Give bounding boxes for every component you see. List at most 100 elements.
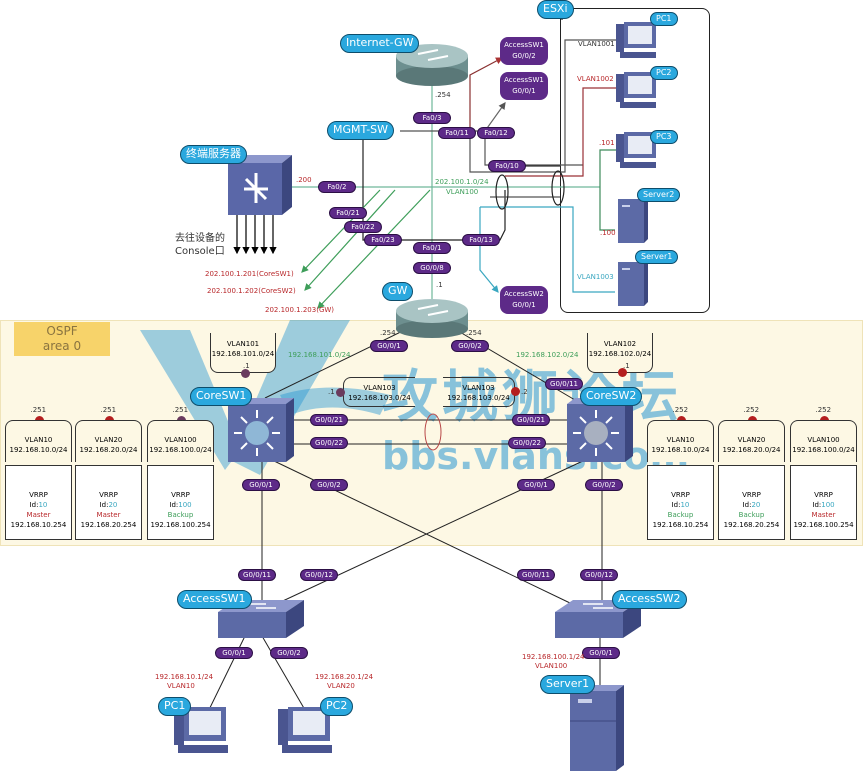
esxi-vlan1002: VLAN1002 — [577, 75, 614, 83]
port-label: G0/0/1 — [517, 479, 555, 491]
vlan-name: VLAN103 — [363, 384, 396, 392]
vrrp-id: 20 — [751, 501, 761, 509]
esxi-pc3-label[interactable]: PC3 — [650, 130, 678, 144]
vrrp-id-prefix: Id: — [812, 501, 822, 509]
port-label: Fa0/1 — [413, 242, 451, 254]
esxi-vlan1001: VLAN1001 — [578, 40, 615, 48]
vlan-net: 192.168.101.0/24 — [211, 350, 275, 358]
server1-vlan: VLAN100 — [535, 662, 568, 670]
interface-dot — [511, 387, 520, 396]
port-label: Fa0/23 — [364, 234, 402, 246]
vrrp-id: 100 — [178, 501, 192, 509]
esxi-server2-label[interactable]: Server2 — [637, 188, 681, 202]
mgmt-subnet: 202.100.1.0/24 — [435, 178, 489, 186]
vrrp-id: 20 — [108, 501, 118, 509]
addr-core2-vlan102: .1 — [623, 362, 630, 370]
vrrp-box: VRRP Id:20 Master 192.168.20.254 — [75, 465, 142, 540]
vlan-name: VLAN10 — [24, 436, 53, 444]
vrrp-id-prefix: Id: — [99, 501, 109, 509]
vlan-name: VLAN100 — [164, 436, 197, 444]
vlan-net: 192.168.103.0/24 — [348, 394, 411, 402]
port-label: Fa0/12 — [477, 127, 515, 139]
coresw2-label[interactable]: CoreSW2 — [580, 387, 643, 406]
vrrp-vip: 192.168.100.254 — [150, 521, 211, 529]
interface-dot — [241, 369, 250, 378]
pc1-label[interactable]: PC1 — [158, 697, 192, 716]
pc2-ip: 192.168.20.1/24 — [315, 673, 374, 681]
addr-gw-right: .254 — [466, 329, 482, 337]
vrrp-id-prefix: Id: — [29, 501, 39, 509]
vlan-box: VLAN10 192.168.10.0/24 — [647, 420, 714, 462]
coresw1-label[interactable]: CoreSW1 — [190, 387, 253, 406]
vrrp-id: 100 — [821, 501, 835, 509]
vlan-name: VLAN20 — [94, 436, 123, 444]
vrrp-box: VRRP Id:20 Backup 192.168.20.254 — [718, 465, 785, 540]
remote-port: G0/0/1 — [512, 301, 536, 309]
port-label: G0/0/1 — [215, 647, 253, 659]
esxi-host-frame — [560, 8, 710, 313]
vlan103-box-left: VLAN103 192.168.103.0/24 — [343, 377, 415, 407]
vlan-name: VLAN103 — [462, 384, 495, 392]
esxi-vlan1003: VLAN1003 — [577, 273, 614, 281]
remote-port: G0/0/1 — [512, 87, 536, 95]
vlan-net: 192.168.100.0/24 — [792, 446, 855, 454]
vlan-name: VLAN10 — [666, 436, 695, 444]
accesssw2-label[interactable]: AccessSW2 — [612, 590, 687, 609]
port-label: Fa0/2 — [318, 181, 356, 193]
vlan-gateway-ip: .251 — [100, 406, 117, 414]
accesssw1-icon — [218, 600, 304, 638]
vlan-net: 192.168.100.0/24 — [149, 446, 212, 454]
server1-ip: 192.168.100.1/24 — [522, 653, 585, 661]
vrrp-box: VRRP Id:10 Backup 192.168.10.254 — [647, 465, 714, 540]
port-label: G0/0/21 — [310, 414, 348, 426]
vrrp-title: VRRP — [671, 491, 690, 499]
port-label: Fa0/10 — [488, 160, 526, 172]
vlan-box: VLAN100 192.168.100.0/24 — [790, 420, 857, 462]
vrrp-role: Backup — [667, 511, 694, 519]
interface-dot — [336, 388, 345, 397]
addr-igw: .254 — [435, 91, 451, 99]
mgmt-ip-coresw1: 202.100.1.201(CoreSW1) — [205, 270, 294, 278]
addr-ts: .200 — [296, 176, 312, 184]
console-text-2: Console口 — [175, 246, 225, 257]
vlan-net: 192.168.20.0/24 — [722, 446, 781, 454]
internet-gw-label[interactable]: Internet-GW — [340, 34, 420, 53]
port-label: G0/0/2 — [585, 479, 623, 491]
gw-label[interactable]: GW — [382, 282, 414, 301]
esxi-label[interactable]: ESXi — [537, 0, 574, 19]
vrrp-id-prefix: Id: — [671, 501, 681, 509]
vlan-net: 192.168.20.0/24 — [79, 446, 138, 454]
esxi-server1-icon — [618, 258, 648, 306]
pc1-vlan: VLAN10 — [167, 682, 195, 690]
ospf-text: OSPF — [46, 324, 78, 338]
addr-core1-vlan101: .1 — [243, 362, 250, 370]
remote-port: G0/0/2 — [512, 52, 536, 60]
vlan-box: VLAN100 192.168.100.0/24 — [147, 420, 214, 462]
mgmt-sw-label[interactable]: MGMT-SW — [327, 121, 395, 140]
terminal-server-label[interactable]: 终端服务器 — [180, 145, 247, 164]
pc2-vlan: VLAN20 — [327, 682, 355, 690]
coresw2-icon — [567, 398, 633, 462]
addr-esxi-server2: .100 — [600, 229, 616, 237]
esxi-pc1-label[interactable]: PC1 — [650, 12, 678, 26]
vrrp-vip: 192.168.10.254 — [652, 521, 709, 529]
port-label: Fa0/3 — [413, 112, 451, 124]
server1-label[interactable]: Server1 — [540, 675, 596, 694]
vlan-name: VLAN101 — [226, 340, 260, 348]
port-label: G0/0/2 — [310, 479, 348, 491]
vrrp-title: VRRP — [99, 491, 118, 499]
esxi-server2-icon — [618, 195, 648, 243]
pc1-icon — [174, 707, 228, 753]
vrrp-vip: 192.168.10.254 — [10, 521, 67, 529]
port-label: Fa0/13 — [462, 234, 500, 246]
pc2-label[interactable]: PC2 — [320, 697, 354, 716]
accesssw1-label[interactable]: AccessSW1 — [177, 590, 252, 609]
esxi-server1-label[interactable]: Server1 — [635, 250, 679, 264]
esxi-pc2-label[interactable]: PC2 — [650, 66, 678, 80]
vlan-net: 192.168.102.0/24 — [588, 350, 652, 358]
core1-uplink-net: 192.168.101.0/24 — [288, 351, 351, 359]
vlan-gateway-ip: .252 — [815, 406, 832, 414]
